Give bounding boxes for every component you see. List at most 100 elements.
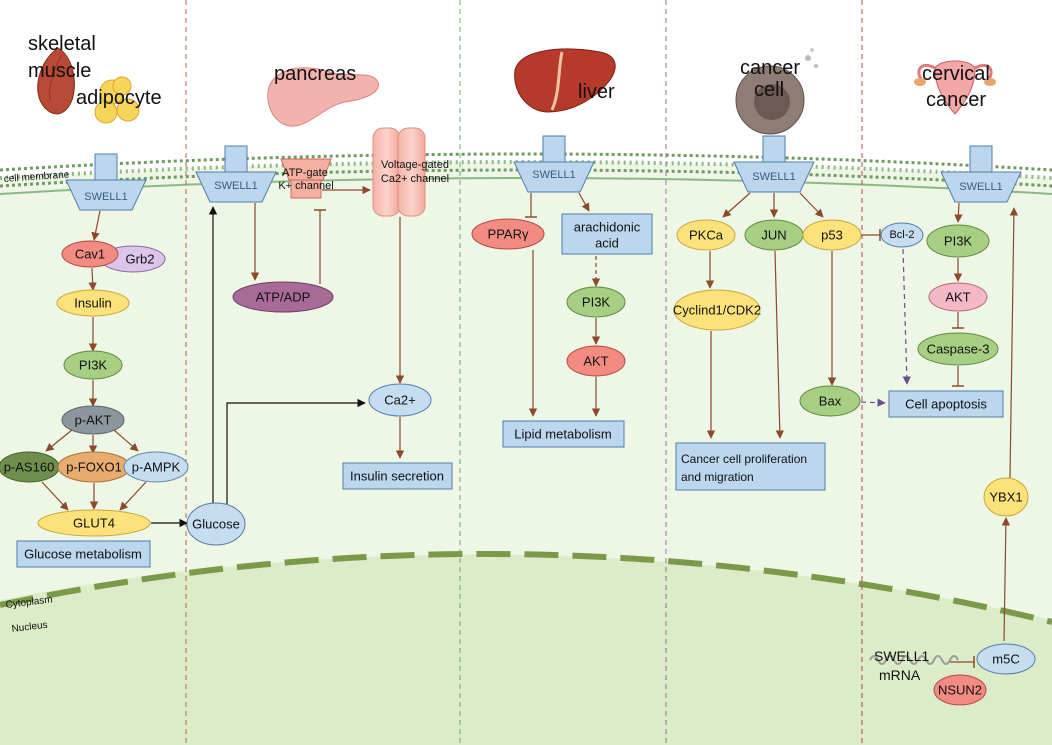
insulin-secretion-label: Insulin secretion <box>350 469 444 484</box>
p-foxo1-label: p-FOXO1 <box>66 460 122 475</box>
p53-label: p53 <box>821 228 843 243</box>
akt-cervical-node <box>928 282 988 312</box>
bax-node <box>799 385 861 417</box>
k-channel-label: K+ channel <box>278 180 333 192</box>
cancer-label: cancer <box>740 57 800 79</box>
voltage-gated-ca-channel-right <box>397 127 426 217</box>
uterus-icon <box>914 60 996 115</box>
pi3k-cervical-label: PI3K <box>944 234 973 249</box>
m5c-label: m5C <box>992 652 1019 667</box>
adipocyte-label: adipocyte <box>76 87 162 109</box>
caspase3-label: Caspase-3 <box>927 342 990 357</box>
ppar-gamma-label: PPARγ <box>488 227 529 242</box>
insulin-label: Insulin <box>74 296 112 311</box>
p-ampk-node <box>123 451 189 483</box>
grb2-label: Grb2 <box>126 252 155 267</box>
pi3k-liver-node <box>566 286 626 318</box>
pancreas-label: pancreas <box>274 63 356 85</box>
glut4-node <box>37 509 151 537</box>
p53-node <box>802 219 862 251</box>
nucleus-region <box>0 554 1052 745</box>
liver-icon <box>514 48 616 113</box>
swell1-mrna-strand <box>869 655 959 665</box>
p-as160-label: p-AS160 <box>4 460 55 475</box>
glucose-metabolism-label: Glucose metabolism <box>24 547 142 562</box>
skeletal-label: skeletal <box>28 33 96 55</box>
arachidonic-acid-box <box>561 213 653 255</box>
glut4-label: GLUT4 <box>73 516 115 531</box>
m5c-node <box>976 643 1036 675</box>
swell1-label: SWELL1 <box>752 171 795 183</box>
panel-5: PI3K AKT Caspase-3 Cell apoptosis YBX1 m… <box>869 202 1036 706</box>
glucose-node <box>186 502 246 546</box>
insulin-node <box>56 289 130 317</box>
nsun2-label: NSUN2 <box>938 683 982 698</box>
pi3k-cervical-node <box>926 224 990 258</box>
insulin-secretion-box <box>342 462 453 490</box>
cav1-label: Cav1 <box>75 247 105 262</box>
ca-channel-label: Ca2+ channel <box>381 173 449 185</box>
swell1-mrna-label-2: mRNA <box>879 667 921 683</box>
swell1-receptor-1: SWELL1 <box>65 153 147 211</box>
cervical-cancer-label: cancer <box>926 89 986 111</box>
bax-label: Bax <box>819 394 842 409</box>
bcl2-node <box>880 222 924 248</box>
pancreas-icon <box>267 67 379 127</box>
ca2-label: Ca2+ <box>384 393 415 408</box>
atp-gate-label: ATP-gate <box>282 167 328 179</box>
acid-label: acid <box>595 236 619 251</box>
arachidonic-label: arachidonic <box>574 220 641 235</box>
cervical-label: cervical <box>922 63 990 85</box>
pi3k-liver-label: PI3K <box>582 295 611 310</box>
swell1-mrna-label-1: SWELL1 <box>874 648 929 664</box>
muscle-label: muscle <box>28 60 91 82</box>
voltage-gated-ca-channel-left <box>372 127 401 217</box>
lipid-metabolism-label: Lipid metabolism <box>514 427 612 442</box>
panel-3: PPARγ arachidonic acid PI3K AKT Lipid me… <box>471 192 653 448</box>
glucose-label: Glucose <box>192 517 240 532</box>
ca2-node <box>368 383 432 417</box>
swell1-label: SWELL1 <box>84 191 127 203</box>
nsun2-node <box>933 674 987 706</box>
akt-liver-label: AKT <box>583 354 608 369</box>
swell1-receptor-3: SWELL1 <box>513 135 595 193</box>
cell-label: cell <box>754 79 784 101</box>
cyclin-node <box>673 289 761 331</box>
caspase3-node <box>917 332 999 366</box>
pi3k-node <box>63 350 123 380</box>
cell-membrane-label: cell membrane <box>3 169 70 185</box>
cav1-node <box>61 240 119 268</box>
akt-cervical-label: AKT <box>945 290 970 305</box>
cell-apoptosis-box <box>888 390 1004 418</box>
ybx1-node <box>983 477 1029 517</box>
cancer-cell-icon <box>735 48 818 135</box>
p-akt-node <box>61 405 125 435</box>
swell1-receptor-2: SWELL1 <box>195 145 277 203</box>
panel-dividers <box>185 0 863 745</box>
proliferation-label-1: Cancer cell proliferation <box>681 452 807 466</box>
swell1-label: SWELL1 <box>532 169 575 181</box>
pi3k-label: PI3K <box>79 358 108 373</box>
panel-2: ATP-gate K+ channel Voltage-gated Ca2+ c… <box>186 127 453 546</box>
p-akt-label: p-AKT <box>75 413 112 428</box>
proliferation-box <box>675 442 826 491</box>
swell1-receptor-5: SWELL1 <box>940 145 1022 203</box>
swell1-label: SWELL1 <box>214 180 257 192</box>
akt-liver-node <box>566 345 626 377</box>
swell1-label: SWELL1 <box>959 181 1002 193</box>
pkca-node <box>676 219 736 251</box>
atp-adp-label: ATP/ADP <box>256 290 311 305</box>
atp-adp-node <box>232 281 334 313</box>
atp-gated-k-channel <box>280 158 332 181</box>
muscle-icon <box>37 47 75 115</box>
cyclin-label: Cyclind1/CDK2 <box>673 303 761 318</box>
nuclear-envelope <box>0 550 1052 625</box>
jun-label: JUN <box>761 228 786 243</box>
cell-apoptosis-label: Cell apoptosis <box>905 397 987 412</box>
nucleus-label: Nucleus <box>11 620 48 635</box>
panel-1: Grb2 Cav1 Insulin PI3K p-AKT p-AS160 p-F… <box>0 210 189 568</box>
proliferation-label-2: and migration <box>681 470 754 484</box>
voltage-gated-label: Voltage-gated <box>381 159 449 171</box>
